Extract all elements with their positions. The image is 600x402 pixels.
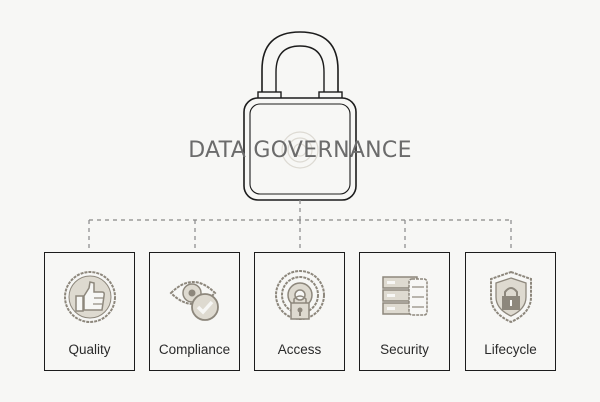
shield-lock-icon [490, 270, 532, 324]
category-label: Access [277, 342, 322, 357]
category-card-quality: Quality [44, 252, 135, 371]
wireless-lock-icon [275, 270, 325, 320]
diagram-title: DATA GOVERNANCE [188, 138, 412, 163]
server-lock-icon [382, 276, 428, 316]
thumbs-up-icon [64, 271, 116, 323]
category-card-access: Access [254, 252, 345, 371]
category-card-lifecycle: Lifecycle [465, 252, 556, 371]
category-label: Compliance [158, 342, 231, 357]
eye-check-icon [169, 281, 219, 321]
connector-lines [88, 200, 512, 252]
category-card-security: Security [359, 252, 450, 371]
category-label: Lifecycle [484, 342, 537, 357]
category-label: Security [380, 342, 429, 357]
padlock-shackle-icon [261, 31, 339, 95]
category-label: Quality [68, 342, 111, 357]
category-card-compliance: Compliance [149, 252, 240, 371]
